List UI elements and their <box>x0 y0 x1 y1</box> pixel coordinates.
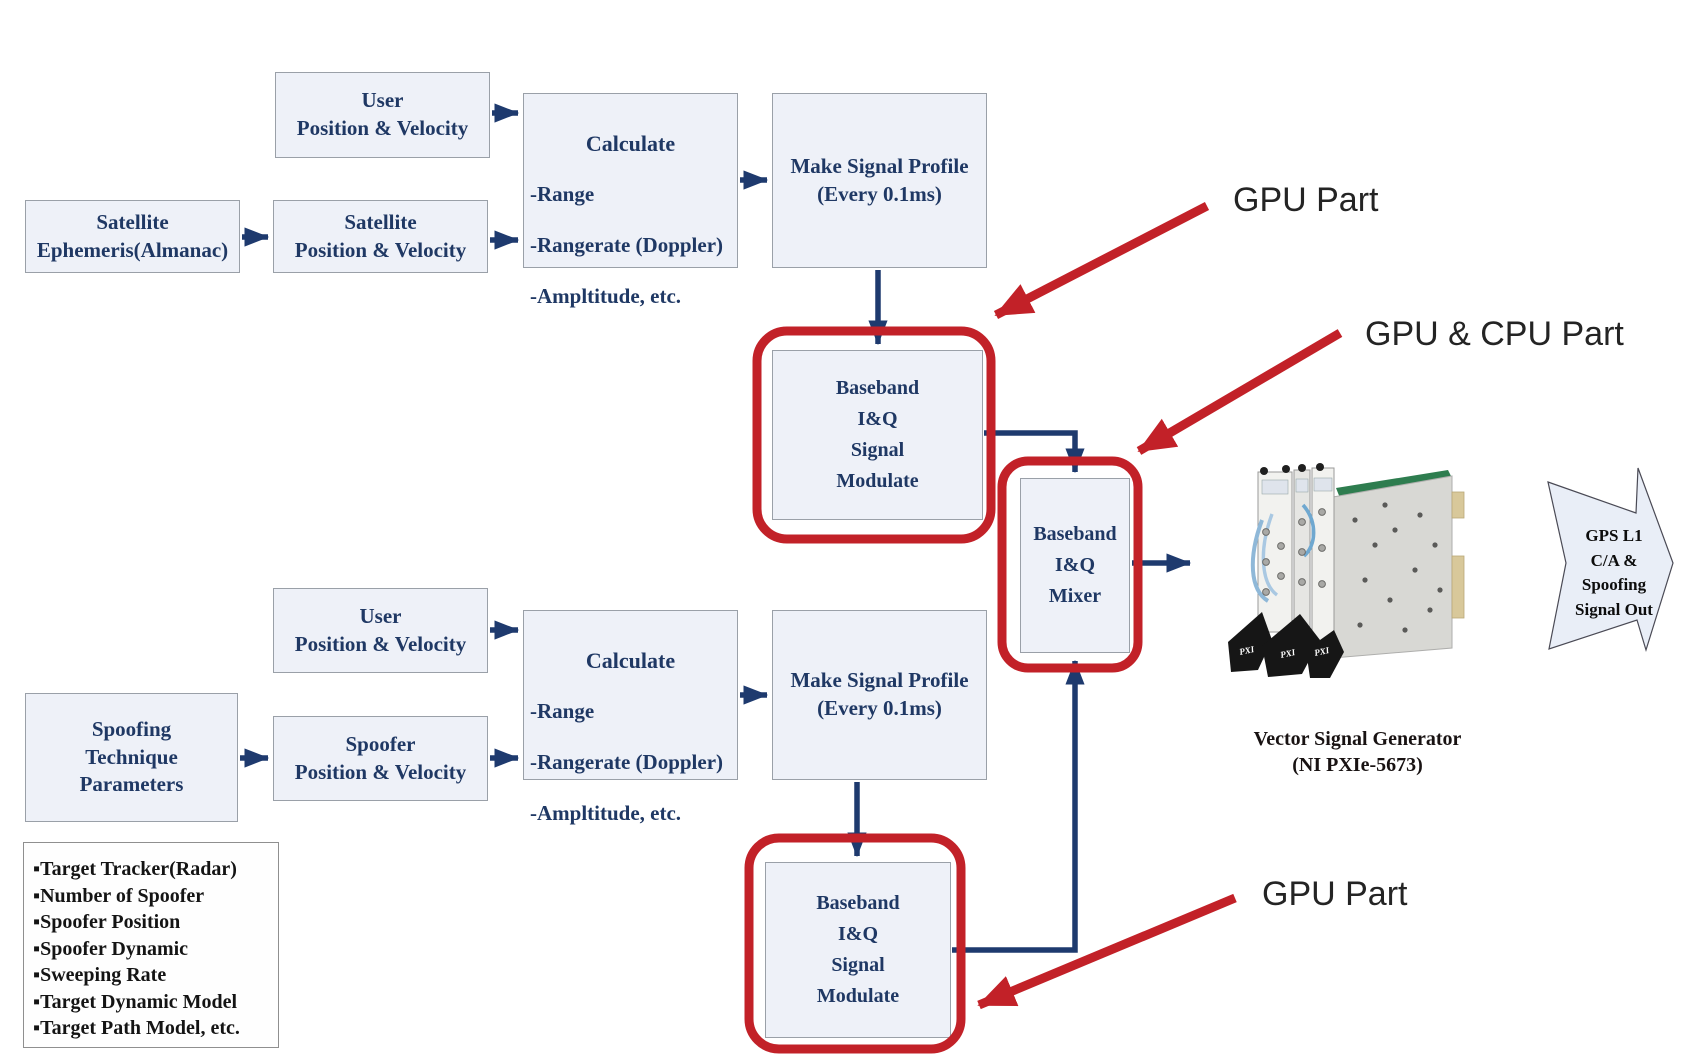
list-item: ▪Target Path Model, etc. <box>33 1017 240 1039</box>
plate-screws <box>1352 502 1443 633</box>
ejector-handle <box>1306 630 1344 678</box>
label-gpu-cpu-part: GPU & CPU Part <box>1365 315 1624 353</box>
gps-output-arrow-text: GPS L1 C/A & Spoofing Signal Out <box>1575 526 1653 619</box>
box-baseband-mixer: Baseband I&Q Mixer <box>1020 478 1130 653</box>
box-baseband-modulate-bottom: Baseband I&Q Signal Modulate <box>765 862 951 1038</box>
box-user-position-velocity-bottom: User Position & Velocity <box>273 588 488 673</box>
card-edge-connector <box>1451 491 1465 519</box>
pxi-logo: PXI <box>1279 647 1296 660</box>
list-item: ▪Spoofer Position <box>33 911 181 933</box>
ejector-handle <box>1228 612 1272 672</box>
box-satellite-position-velocity: Satellite Position & Velocity <box>273 200 488 273</box>
rf-cable <box>1301 503 1316 558</box>
panel-label <box>1261 479 1289 495</box>
panel-label <box>1295 478 1309 493</box>
pointer-gpu-cpu-part <box>1136 329 1343 455</box>
box-calculate-top: Calculate -Range -Rangerate (Doppler) -A… <box>523 93 738 308</box>
vector-signal-generator-image: PXI PXI PXI <box>1228 463 1465 678</box>
connector-modulate-top-to-mixer <box>984 430 1085 474</box>
card-edge-connector <box>1451 555 1465 619</box>
spoofing-parameter-list: ▪Target Tracker(Radar) ▪Number of Spoofe… <box>23 842 279 1048</box>
box-baseband-modulate-top: Baseband I&Q Signal Modulate <box>772 350 983 520</box>
pointer-gpu-part-bottom <box>977 893 1237 1010</box>
calculate-item-rangerate: -Rangerate (Doppler) <box>530 750 724 774</box>
panel-top-screws <box>1260 463 1324 475</box>
box-calculate-bottom: Calculate -Range -Rangerate (Doppler) -A… <box>523 610 738 825</box>
box-spoofer-position-velocity: Spoofer Position & Velocity <box>273 716 488 801</box>
box-user-position-velocity-top: User Position & Velocity <box>275 72 490 158</box>
list-item: ▪Target Dynamic Model <box>33 990 238 1013</box>
box-make-signal-profile-top: Make Signal Profile (Every 0.1ms) <box>772 93 987 268</box>
label-gpu-part-bottom: GPU Part <box>1262 875 1408 913</box>
list-item: ▪Sweeping Rate <box>33 964 167 986</box>
pcb-strip <box>1336 470 1452 498</box>
coax-connectors <box>1262 508 1326 596</box>
list-item: ▪Spoofer Dynamic <box>33 937 189 960</box>
calculate-item-rangerate: -Rangerate (Doppler) <box>530 233 724 257</box>
list-item: ▪Number of Spoofer <box>33 884 205 907</box>
module-front-panel <box>1311 467 1335 647</box>
list-item: ▪Target Tracker(Radar) <box>33 858 237 880</box>
calculate-item-range: -Range <box>530 182 595 206</box>
calculate-item-amplitude: -Ampltitude, etc. <box>530 801 682 825</box>
box-spoofing-technique-parameters: Spoofing Technique Parameters <box>25 693 238 822</box>
box-satellite-ephemeris: Satellite Ephemeris(Almanac) <box>25 200 240 273</box>
pxi-logo: PXI <box>1238 644 1255 657</box>
label-gpu-part-top: GPU Part <box>1233 181 1379 219</box>
box-make-signal-profile-bottom: Make Signal Profile (Every 0.1ms) <box>772 610 987 780</box>
module-front-panel <box>1293 469 1311 639</box>
pxi-logo: PXI <box>1313 645 1330 658</box>
rf-cable <box>1250 519 1270 603</box>
calculate-item-range: -Range <box>530 699 595 723</box>
calculate-item-amplitude: -Ampltitude, etc. <box>530 284 682 308</box>
panel-label <box>1313 477 1333 492</box>
module-front-panel <box>1257 471 1293 633</box>
calculate-title: Calculate <box>585 648 676 673</box>
shield-plate <box>1332 475 1453 659</box>
rf-cable <box>1261 513 1279 597</box>
vector-signal-generator-caption: Vector Signal Generator (NI PXIe-5673) <box>1253 728 1462 776</box>
ejector-handle <box>1262 614 1320 677</box>
pointer-gpu-part-top <box>993 202 1210 319</box>
calculate-title: Calculate <box>585 131 676 156</box>
